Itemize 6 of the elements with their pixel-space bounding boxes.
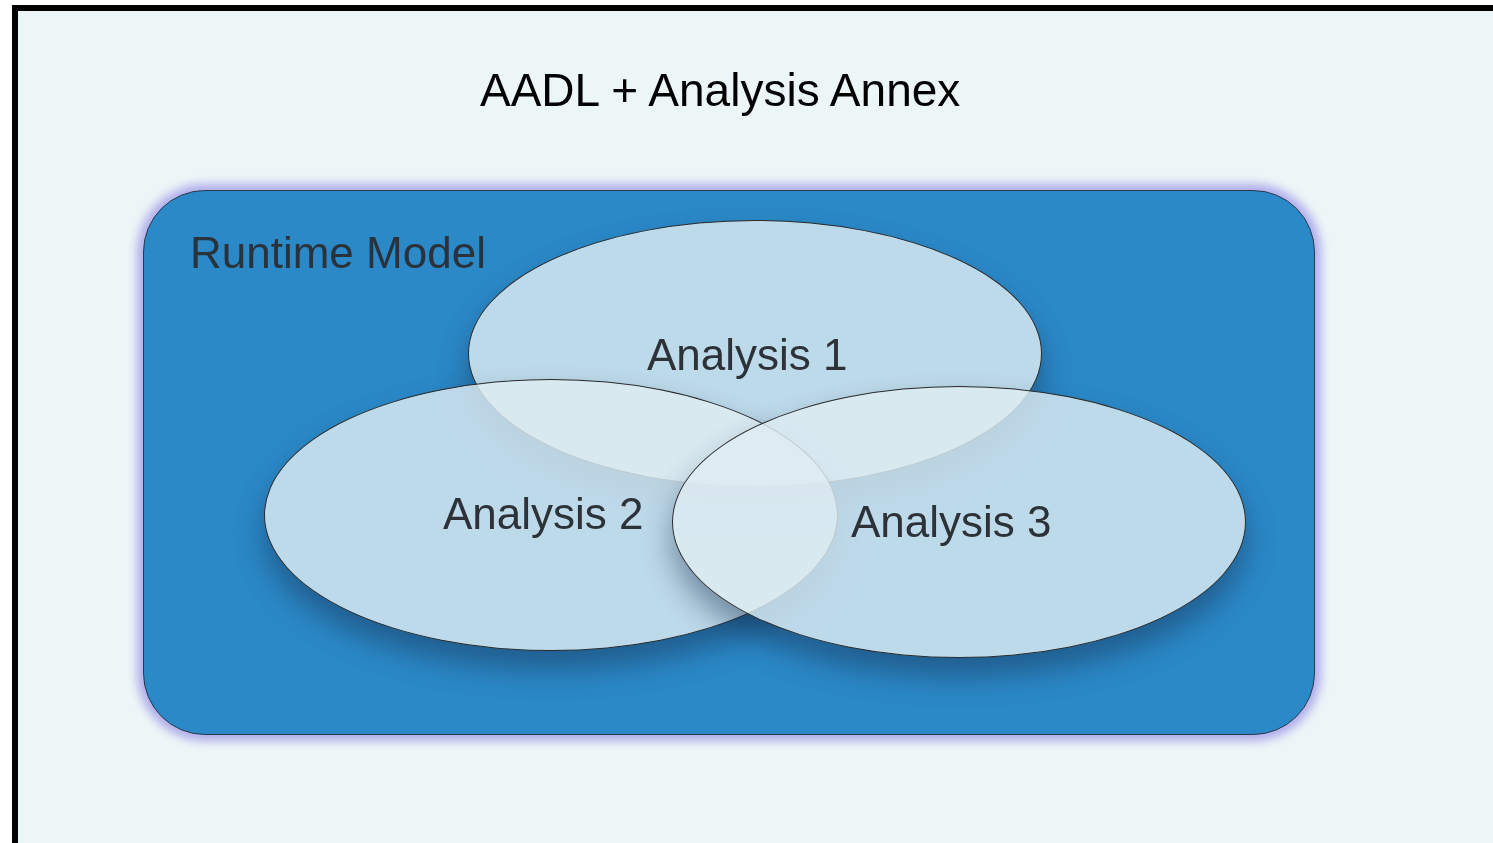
analysis-label: Analysis 2 <box>443 492 644 536</box>
runtime-model-label: Runtime Model <box>190 231 486 275</box>
analysis-label: Analysis 3 <box>851 500 1052 544</box>
analysis-label: Analysis 1 <box>647 333 848 377</box>
runtime-model-panel <box>143 190 1315 735</box>
frame-panel <box>12 5 1493 843</box>
